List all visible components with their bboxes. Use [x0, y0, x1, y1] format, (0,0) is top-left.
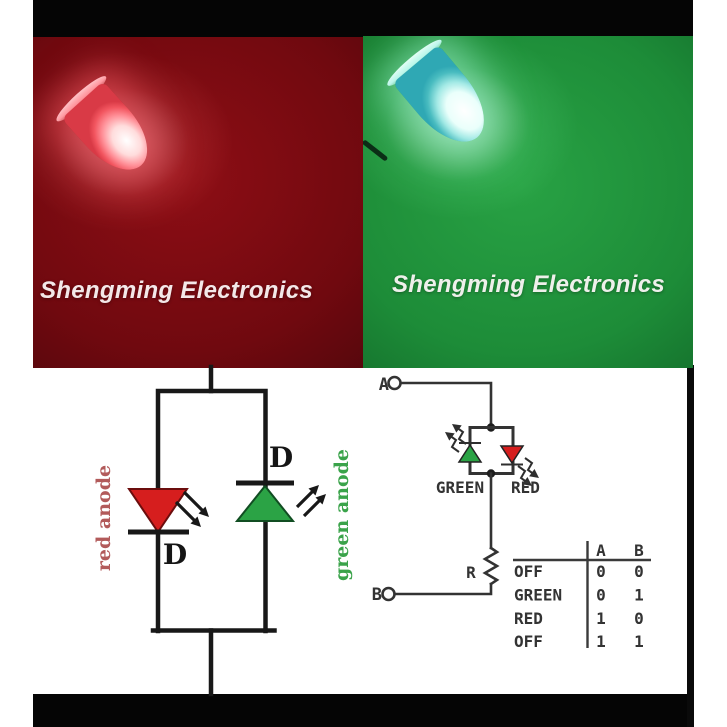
- watermark-green-photo: Shengming Electronics: [392, 271, 666, 298]
- small-green-triangle: [457, 443, 483, 463]
- row-a-value: 1: [596, 632, 606, 651]
- green-diode-light-arrows: [295, 485, 326, 518]
- terminal-b-circle: [381, 586, 396, 602]
- terminal-b-label: B: [372, 585, 382, 605]
- row-a-value: 1: [596, 609, 606, 628]
- bottom-black-bar: [33, 694, 687, 727]
- row-state: RED: [514, 609, 543, 628]
- table-col-a: A: [596, 541, 606, 560]
- terminal-a-label: A: [379, 375, 389, 395]
- small-red-triangle: [499, 445, 525, 465]
- red-diode-light-arrows: [174, 490, 209, 527]
- row-b-value: 1: [634, 586, 644, 605]
- row-a-value: 0: [596, 562, 606, 581]
- terminal-a-circle: [387, 375, 402, 391]
- row-state: OFF: [514, 632, 543, 651]
- watermark-red-photo: Shengming Electronics: [40, 277, 314, 304]
- green-anode-label: green anode: [331, 449, 353, 581]
- table-row: OFF 0 0: [514, 562, 644, 581]
- truth-table: A B OFF 0 0 GREEN 0 1 RED 1 0 OFF 1 1: [513, 541, 651, 651]
- terminal-a-wire: [399, 381, 493, 429]
- right-edge-line: [687, 365, 694, 727]
- table-row: GREEN 0 1: [514, 586, 644, 605]
- green-branch-label: GREEN: [436, 478, 484, 497]
- red-led-photo: Shengming Electronics: [33, 37, 363, 368]
- green-diode-label: D: [269, 441, 293, 474]
- terminal-b-wire: [393, 582, 493, 596]
- row-state: GREEN: [514, 586, 562, 605]
- green-led-photo: Shengming Electronics: [363, 36, 693, 368]
- row-b-value: 1: [634, 632, 644, 651]
- table-row: RED 1 0: [514, 609, 644, 628]
- row-state: OFF: [514, 562, 543, 581]
- table-col-b: B: [634, 541, 644, 560]
- left-circuit: D D red anode green anode: [93, 364, 353, 697]
- table-row: OFF 1 1: [514, 632, 644, 651]
- resistor-label: R: [466, 563, 476, 582]
- resistor-zigzag: [482, 546, 500, 586]
- row-a-value: 0: [596, 586, 606, 605]
- right-circuit: A GREEN R: [372, 375, 540, 605]
- row-b-value: 0: [634, 562, 644, 581]
- small-red-light-rays: [517, 457, 539, 486]
- top-black-bar: [33, 0, 693, 38]
- green-diode-triangle: [234, 484, 296, 522]
- row-b-value: 0: [634, 609, 644, 628]
- small-green-light-rays: [445, 424, 467, 453]
- red-anode-label: red anode: [93, 465, 115, 571]
- red-diode-label: D: [163, 538, 187, 571]
- red-branch-label: RED: [511, 478, 540, 497]
- red-diode-triangle: [127, 488, 189, 534]
